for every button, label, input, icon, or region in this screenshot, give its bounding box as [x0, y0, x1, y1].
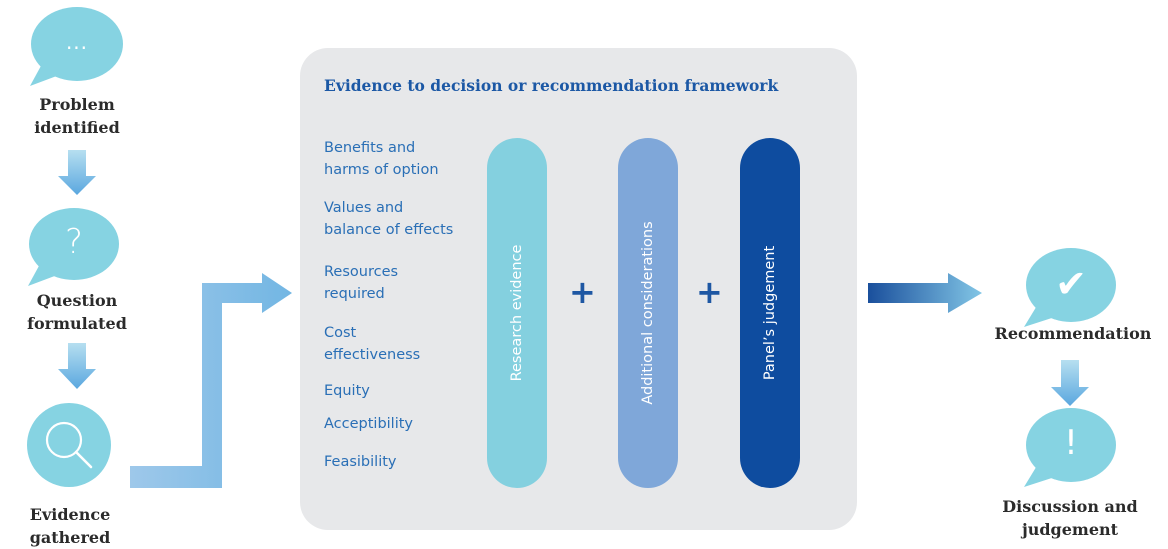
question-speech-bubble-icon [28, 208, 119, 286]
pill-research-evidence: Research evidence [487, 138, 547, 488]
magnifier-icon [27, 403, 111, 487]
pill-label: Additional considerations [640, 221, 656, 405]
exclamation-speech-bubble-icon [1024, 408, 1116, 487]
down-arrow-3 [1051, 360, 1089, 406]
plus-icon: + [569, 273, 596, 311]
step-label-question: Question formulated [27, 291, 127, 333]
pill-label: Research evidence [509, 244, 525, 382]
pill-panels-judgement: Panel’s judgement [740, 138, 800, 488]
down-arrow-2 [58, 343, 96, 389]
ellipsis-speech-bubble-icon [30, 7, 123, 86]
step-label-discussion: Discussion and judgement [1002, 497, 1138, 539]
step-label-problem: Problem identified [34, 95, 120, 137]
factor-acceptibility: Acceptibility [324, 416, 414, 432]
down-arrow-1 [58, 150, 96, 195]
checkmark-glyph: ✔ [1055, 262, 1087, 306]
bent-arrow [130, 273, 292, 488]
framework-title: Evidence to decision or recommendation f… [324, 76, 779, 95]
factor-equity: Equity [324, 383, 370, 399]
right-arrow [868, 273, 982, 313]
checkmark-speech-bubble-icon [1024, 248, 1116, 327]
ellipsis-glyph: ... [65, 30, 89, 54]
question-glyph: ? [64, 222, 84, 262]
plus-icon: + [696, 273, 723, 311]
pill-label: Panel’s judgement [762, 245, 778, 381]
factor-feasibility: Feasibility [324, 454, 397, 470]
step-label-evidence: Evidence gathered [29, 505, 111, 547]
step-label-recommendation: Recommendation [994, 324, 1152, 343]
exclamation-glyph: ! [1064, 423, 1078, 463]
pill-additional-considerations: Additional considerations [618, 138, 678, 488]
